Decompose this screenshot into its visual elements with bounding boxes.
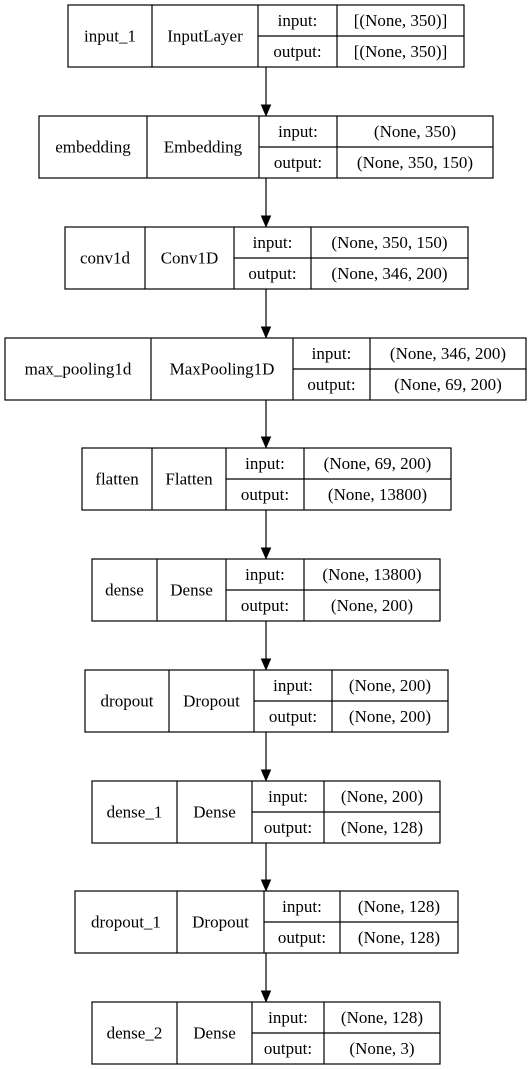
output-row-label: output: — [307, 375, 355, 394]
output-row-label: output: — [241, 596, 289, 615]
input-shape-value: (None, 350, 150) — [331, 233, 447, 252]
edge-arrow — [260, 510, 272, 560]
input-row-label: input: — [268, 787, 308, 806]
layer-type: Dense — [170, 581, 212, 600]
edge-arrow — [260, 843, 272, 892]
input-row-label: input: — [253, 233, 293, 252]
diagram-edges — [260, 67, 272, 1003]
layer-name: input_1 — [84, 27, 136, 46]
diagram-nodes: input_1 InputLayer input: output: [(None, 35… — [4, 4, 527, 1065]
output-shape-value: (None, 128) — [358, 928, 440, 947]
layer-name: max_pooling1d — [25, 360, 132, 379]
input-row-label: input: — [278, 11, 318, 30]
arrowhead — [260, 658, 272, 671]
arrowhead — [260, 990, 272, 1003]
output-shape-value: (None, 128) — [341, 818, 423, 837]
input-shape-value: (None, 200) — [349, 676, 431, 695]
layer-type: MaxPooling1D — [170, 360, 275, 379]
input-row-label: input: — [268, 1008, 308, 1027]
edge-arrow — [260, 289, 272, 339]
arrowhead — [260, 326, 272, 339]
input-row-label: input: — [282, 897, 322, 916]
arrowhead — [260, 104, 272, 117]
edge-arrow — [260, 178, 272, 228]
layer-node-dropout-1: dropout_1 Dropout input: output: (None, 128)… — [74, 890, 459, 954]
output-row-label: output: — [269, 707, 317, 726]
arrowhead — [260, 769, 272, 782]
arrowhead — [260, 547, 272, 560]
edge-arrow — [260, 732, 272, 782]
layer-type: Conv1D — [161, 249, 219, 268]
input-shape-value: (None, 350) — [374, 122, 456, 141]
output-shape-value: (None, 69, 200) — [394, 375, 502, 394]
layer-type: Dropout — [183, 692, 240, 711]
layer-node-max-pooling1d: max_pooling1d MaxPooling1D input: output: (N… — [4, 337, 527, 401]
output-row-label: output: — [264, 818, 312, 837]
output-row-label: output: — [264, 1039, 312, 1058]
layer-node-embedding: embedding Embedding input: output: (None, 35… — [38, 115, 494, 179]
layer-node-dense-2: dense_2 Dense input: output: (None, 128) (Non… — [91, 1001, 441, 1065]
input-row-label: input: — [245, 565, 285, 584]
layer-type: Embedding — [164, 138, 243, 157]
output-row-label: output: — [278, 928, 326, 947]
input-row-label: input: — [273, 676, 313, 695]
input-shape-value: (None, 200) — [341, 787, 423, 806]
output-shape-value: (None, 3) — [349, 1039, 414, 1058]
output-shape-value: [(None, 350)] — [354, 42, 447, 61]
output-row-label: output: — [241, 485, 289, 504]
layer-name: dropout_1 — [91, 913, 161, 932]
layer-node-dropout: dropout Dropout input: output: (None, 200) (N… — [84, 669, 449, 733]
layer-type: Flatten — [165, 470, 213, 489]
input-shape-value: (None, 13800) — [322, 565, 421, 584]
layer-node-dense-1: dense_1 Dense input: output: (None, 200) (Non… — [91, 780, 441, 844]
output-shape-value: (None, 200) — [349, 707, 431, 726]
output-shape-value: (None, 200) — [331, 596, 413, 615]
input-row-label: input: — [245, 454, 285, 473]
edge-arrow — [260, 67, 272, 117]
output-row-label: output: — [273, 42, 321, 61]
layer-type: Dense — [193, 803, 235, 822]
layer-node-flatten: flatten Flatten input: output: (None, 69, 20… — [81, 447, 452, 511]
layer-node-conv1d: conv1d Conv1D input: output: (None, 350, 150… — [64, 226, 469, 290]
layer-name: flatten — [95, 470, 139, 489]
layer-type: InputLayer — [167, 27, 243, 46]
input-shape-value: (None, 128) — [358, 897, 440, 916]
layer-name: dense — [105, 581, 144, 600]
input-shape-value: (None, 128) — [341, 1008, 423, 1027]
arrowhead — [260, 436, 272, 449]
input-row-label: input: — [278, 122, 318, 141]
output-shape-value: (None, 350, 150) — [357, 153, 473, 172]
layer-node-dense: dense Dense input: output: (None, 13800) (Non… — [91, 558, 441, 622]
layer-name: dense_1 — [107, 803, 163, 822]
input-shape-value: [(None, 350)] — [354, 11, 447, 30]
edge-arrow — [260, 400, 272, 449]
layer-name: dropout — [101, 692, 154, 711]
layer-name: conv1d — [80, 249, 131, 268]
layer-type: Dropout — [192, 913, 249, 932]
output-row-label: output: — [274, 153, 322, 172]
input-shape-value: (None, 69, 200) — [324, 454, 432, 473]
arrowhead — [260, 215, 272, 228]
arrowhead — [260, 879, 272, 892]
edge-arrow — [260, 621, 272, 671]
edge-arrow — [260, 953, 272, 1003]
output-shape-value: (None, 13800) — [328, 485, 427, 504]
layer-node-input-1: input_1 InputLayer input: output: [(None, 35… — [67, 4, 465, 68]
layer-name: dense_2 — [107, 1024, 163, 1043]
input-shape-value: (None, 346, 200) — [390, 344, 506, 363]
input-row-label: input: — [312, 344, 352, 363]
output-shape-value: (None, 346, 200) — [331, 264, 447, 283]
layer-name: embedding — [55, 138, 131, 157]
output-row-label: output: — [248, 264, 296, 283]
layer-type: Dense — [193, 1024, 235, 1043]
